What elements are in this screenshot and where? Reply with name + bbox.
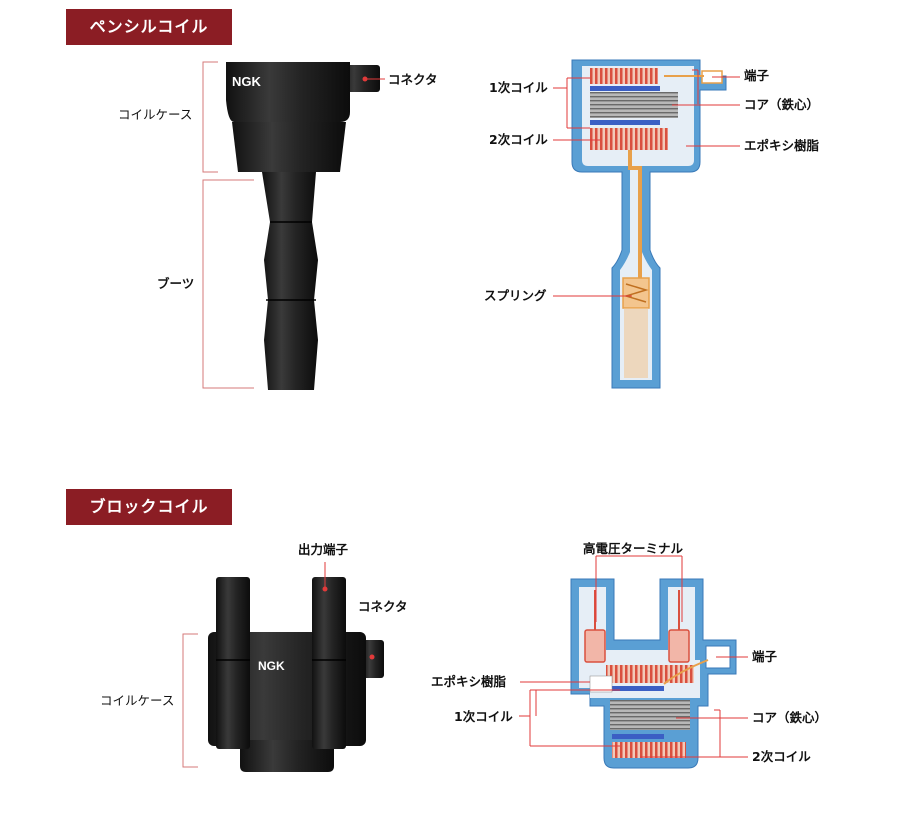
label-connector: コネクタ	[388, 72, 438, 87]
section-title-block: ブロックコイル	[66, 489, 232, 525]
section-title-pencil: ペンシルコイル	[66, 9, 232, 45]
block-core	[610, 700, 690, 730]
coil-case	[232, 122, 346, 172]
boot-bracket	[202, 179, 254, 389]
block-secondary-coil	[612, 742, 686, 758]
label-block-secondary: 2次コイル	[752, 749, 811, 764]
label-block-core: コア（鉄心）	[752, 710, 828, 725]
case-bracket	[202, 61, 218, 173]
block-brand-logo: NGK	[258, 659, 285, 673]
label-epoxy: エポキシ樹脂	[744, 138, 820, 153]
label-coil-case: コイルケース	[118, 107, 193, 122]
label-output-terminal: 出力端子	[298, 542, 349, 557]
hv-terminal-right	[668, 629, 690, 663]
label-boot: ブーツ	[157, 276, 195, 291]
block-tower-right	[312, 577, 346, 749]
label-terminal: 端子	[744, 68, 770, 83]
label-primary-coil: 1次コイル	[489, 80, 548, 95]
boot	[262, 172, 318, 390]
label-block-terminal: 端子	[752, 649, 778, 664]
label-block-case: コイルケース	[100, 693, 175, 708]
block-coil-exterior	[182, 562, 384, 772]
label-block-epoxy: エポキシ樹脂	[431, 674, 507, 689]
pencil-brand-logo: NGK	[232, 74, 262, 89]
pencil-coil-cutaway	[571, 59, 727, 389]
label-block-primary: 1次コイル	[454, 709, 513, 724]
coil-head	[226, 62, 350, 122]
label-core: コア（鉄心）	[744, 97, 820, 112]
block-coil-cutaway	[570, 578, 737, 769]
label-spring: スプリング	[484, 288, 547, 303]
block-tower-left	[216, 577, 250, 749]
pencil-primary-coil	[590, 68, 658, 84]
pencil-secondary-coil	[590, 128, 668, 150]
pencil-core	[590, 92, 678, 118]
pencil-cutaway-leaders	[553, 69, 740, 297]
pencil-coil-exterior	[202, 61, 385, 390]
block-cutaway-leaders	[519, 555, 748, 758]
label-secondary-coil: 2次コイル	[489, 132, 548, 147]
label-block-connector: コネクタ	[358, 599, 408, 614]
hv-terminal-left	[584, 629, 606, 663]
label-hv-terminal: 高電圧ターミナル	[583, 541, 684, 556]
block-case-bracket	[182, 633, 198, 768]
